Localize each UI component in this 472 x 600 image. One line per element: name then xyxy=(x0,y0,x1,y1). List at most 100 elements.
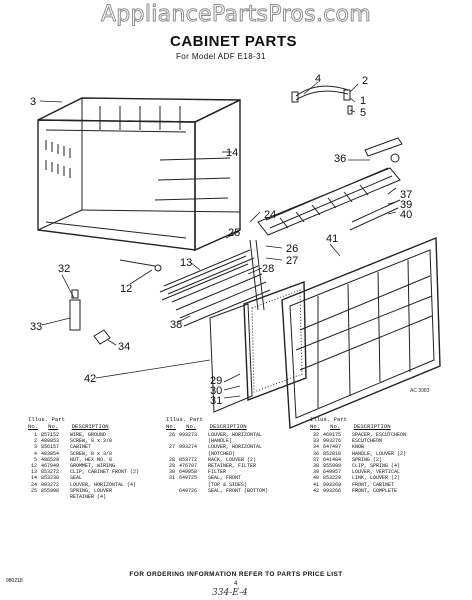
louver-blades-drawing xyxy=(159,239,271,327)
illus-number: 29 xyxy=(168,463,175,470)
parts-row: 29 476707 RETAINER, FILTER xyxy=(166,463,306,469)
callout-1: 1 xyxy=(360,95,366,107)
part-number: 488853 xyxy=(41,438,60,445)
callout-37: 37 xyxy=(400,189,412,201)
part-description: FRONT, COMPLETE xyxy=(352,487,398,494)
part-description: CLIP, SPRING (4) xyxy=(352,463,401,470)
illus-number: 33 xyxy=(312,438,319,445)
part-number: 993272 xyxy=(41,481,60,488)
callout-39: 39 xyxy=(400,199,412,211)
illus-number: 5 xyxy=(33,456,37,463)
part-description: CABINET xyxy=(70,444,92,451)
illus-number: 34 xyxy=(312,444,319,451)
hdr-desc: DESCRIPTION xyxy=(209,422,247,430)
part-number: 649726 xyxy=(179,487,198,494)
callout-42: 42 xyxy=(84,373,96,385)
callout-12: 12 xyxy=(120,283,132,295)
part-number: 853230 xyxy=(41,475,60,482)
part-description: SPRING (2) xyxy=(352,456,383,463)
hdr-no: No. xyxy=(310,422,321,430)
callout-5: 5 xyxy=(360,107,366,119)
part-description: RETAINER (4) xyxy=(70,494,107,501)
part-description: LOUVER, HORIZONTAL xyxy=(208,444,263,451)
part-description: SPRING, LOUVER xyxy=(70,487,113,494)
callout-36: 36 xyxy=(334,153,346,165)
part-number: 649958 xyxy=(179,469,198,476)
leader-lines xyxy=(39,81,397,399)
hdr-illus: Illus. xyxy=(28,416,49,423)
part-description: LOUVER, VERTICAL xyxy=(352,469,401,476)
illus-number: 32 xyxy=(312,432,319,438)
part-number: 853272 xyxy=(41,469,60,476)
illus-number: 36 xyxy=(312,450,319,457)
callout-38: 38 xyxy=(170,319,182,331)
cabinet-drawing xyxy=(37,97,241,272)
ordering-note: FOR ORDERING INFORMATION REFER TO PARTS … xyxy=(129,571,343,578)
hdr-no: No. xyxy=(28,422,39,430)
part-description: SEAL, FRONT (BOTTOM) xyxy=(208,487,269,494)
part-number: 853772 xyxy=(179,456,198,463)
part-number xyxy=(41,494,70,500)
part-description: (NOTCHED) xyxy=(208,450,236,457)
part-description: LINK, LOUVER (2) xyxy=(352,475,401,482)
part-number: 486529 xyxy=(41,456,60,463)
part-number: 476707 xyxy=(179,463,198,470)
illus-number: 38 xyxy=(312,463,319,470)
hdr-desc: DESCRIPTION xyxy=(353,422,391,430)
handwritten-note: 334-E-4 xyxy=(212,588,248,598)
louver-assembly-drawing xyxy=(257,137,403,236)
parts-header-2: Illus. Part No. No. DESCRIPTION xyxy=(166,416,306,430)
part-number: 469175 xyxy=(323,432,342,438)
hdr-desc: DESCRIPTION xyxy=(71,422,109,430)
part-number: 855999 xyxy=(323,463,342,470)
illus-number: 25 xyxy=(30,487,37,494)
illus-number xyxy=(28,494,37,500)
parts-row: RETAINER (4) xyxy=(28,494,158,500)
part-description: RETAINER, FILTER xyxy=(208,463,257,470)
illus-number: 1 xyxy=(33,432,37,438)
filter-drawing xyxy=(209,281,307,413)
illus-number: 24 xyxy=(30,481,37,488)
document-id: 980218 xyxy=(6,578,23,584)
hdr-no2: No. xyxy=(330,422,341,430)
callout-30: 30 xyxy=(210,385,222,397)
part-description: SCREW, 8 x 3/8 xyxy=(70,438,113,445)
parts-row: 649726 SEAL, FRONT (BOTTOM) xyxy=(166,488,306,494)
part-description: (TOP & SIDES) xyxy=(208,481,248,488)
callout-31: 31 xyxy=(210,395,222,407)
part-number: 857152 xyxy=(41,432,60,438)
callout-29: 29 xyxy=(210,375,222,387)
illus-number: 39 xyxy=(312,469,319,476)
callout-34: 34 xyxy=(118,341,130,353)
part-description: HANDLE, LOUVER (2) xyxy=(352,450,407,457)
callout-25: 25 xyxy=(228,227,240,239)
illus-number: 4 xyxy=(33,450,37,457)
parts-row: 38 855999 CLIP, SPRING (4) xyxy=(310,463,450,469)
callout-27: 27 xyxy=(286,255,298,267)
part-description: NUT, HEX NO. 8 xyxy=(70,456,113,463)
part-description: LOUVER, HORIZONTAL (4) xyxy=(70,481,137,488)
callout-14: 14 xyxy=(226,147,238,159)
illus-number: 41 xyxy=(312,481,319,488)
hdr-illus: Illus. xyxy=(310,416,331,423)
part-number: 856157 xyxy=(41,444,60,451)
illus-number xyxy=(166,488,175,494)
callout-33: 33 xyxy=(30,321,42,333)
